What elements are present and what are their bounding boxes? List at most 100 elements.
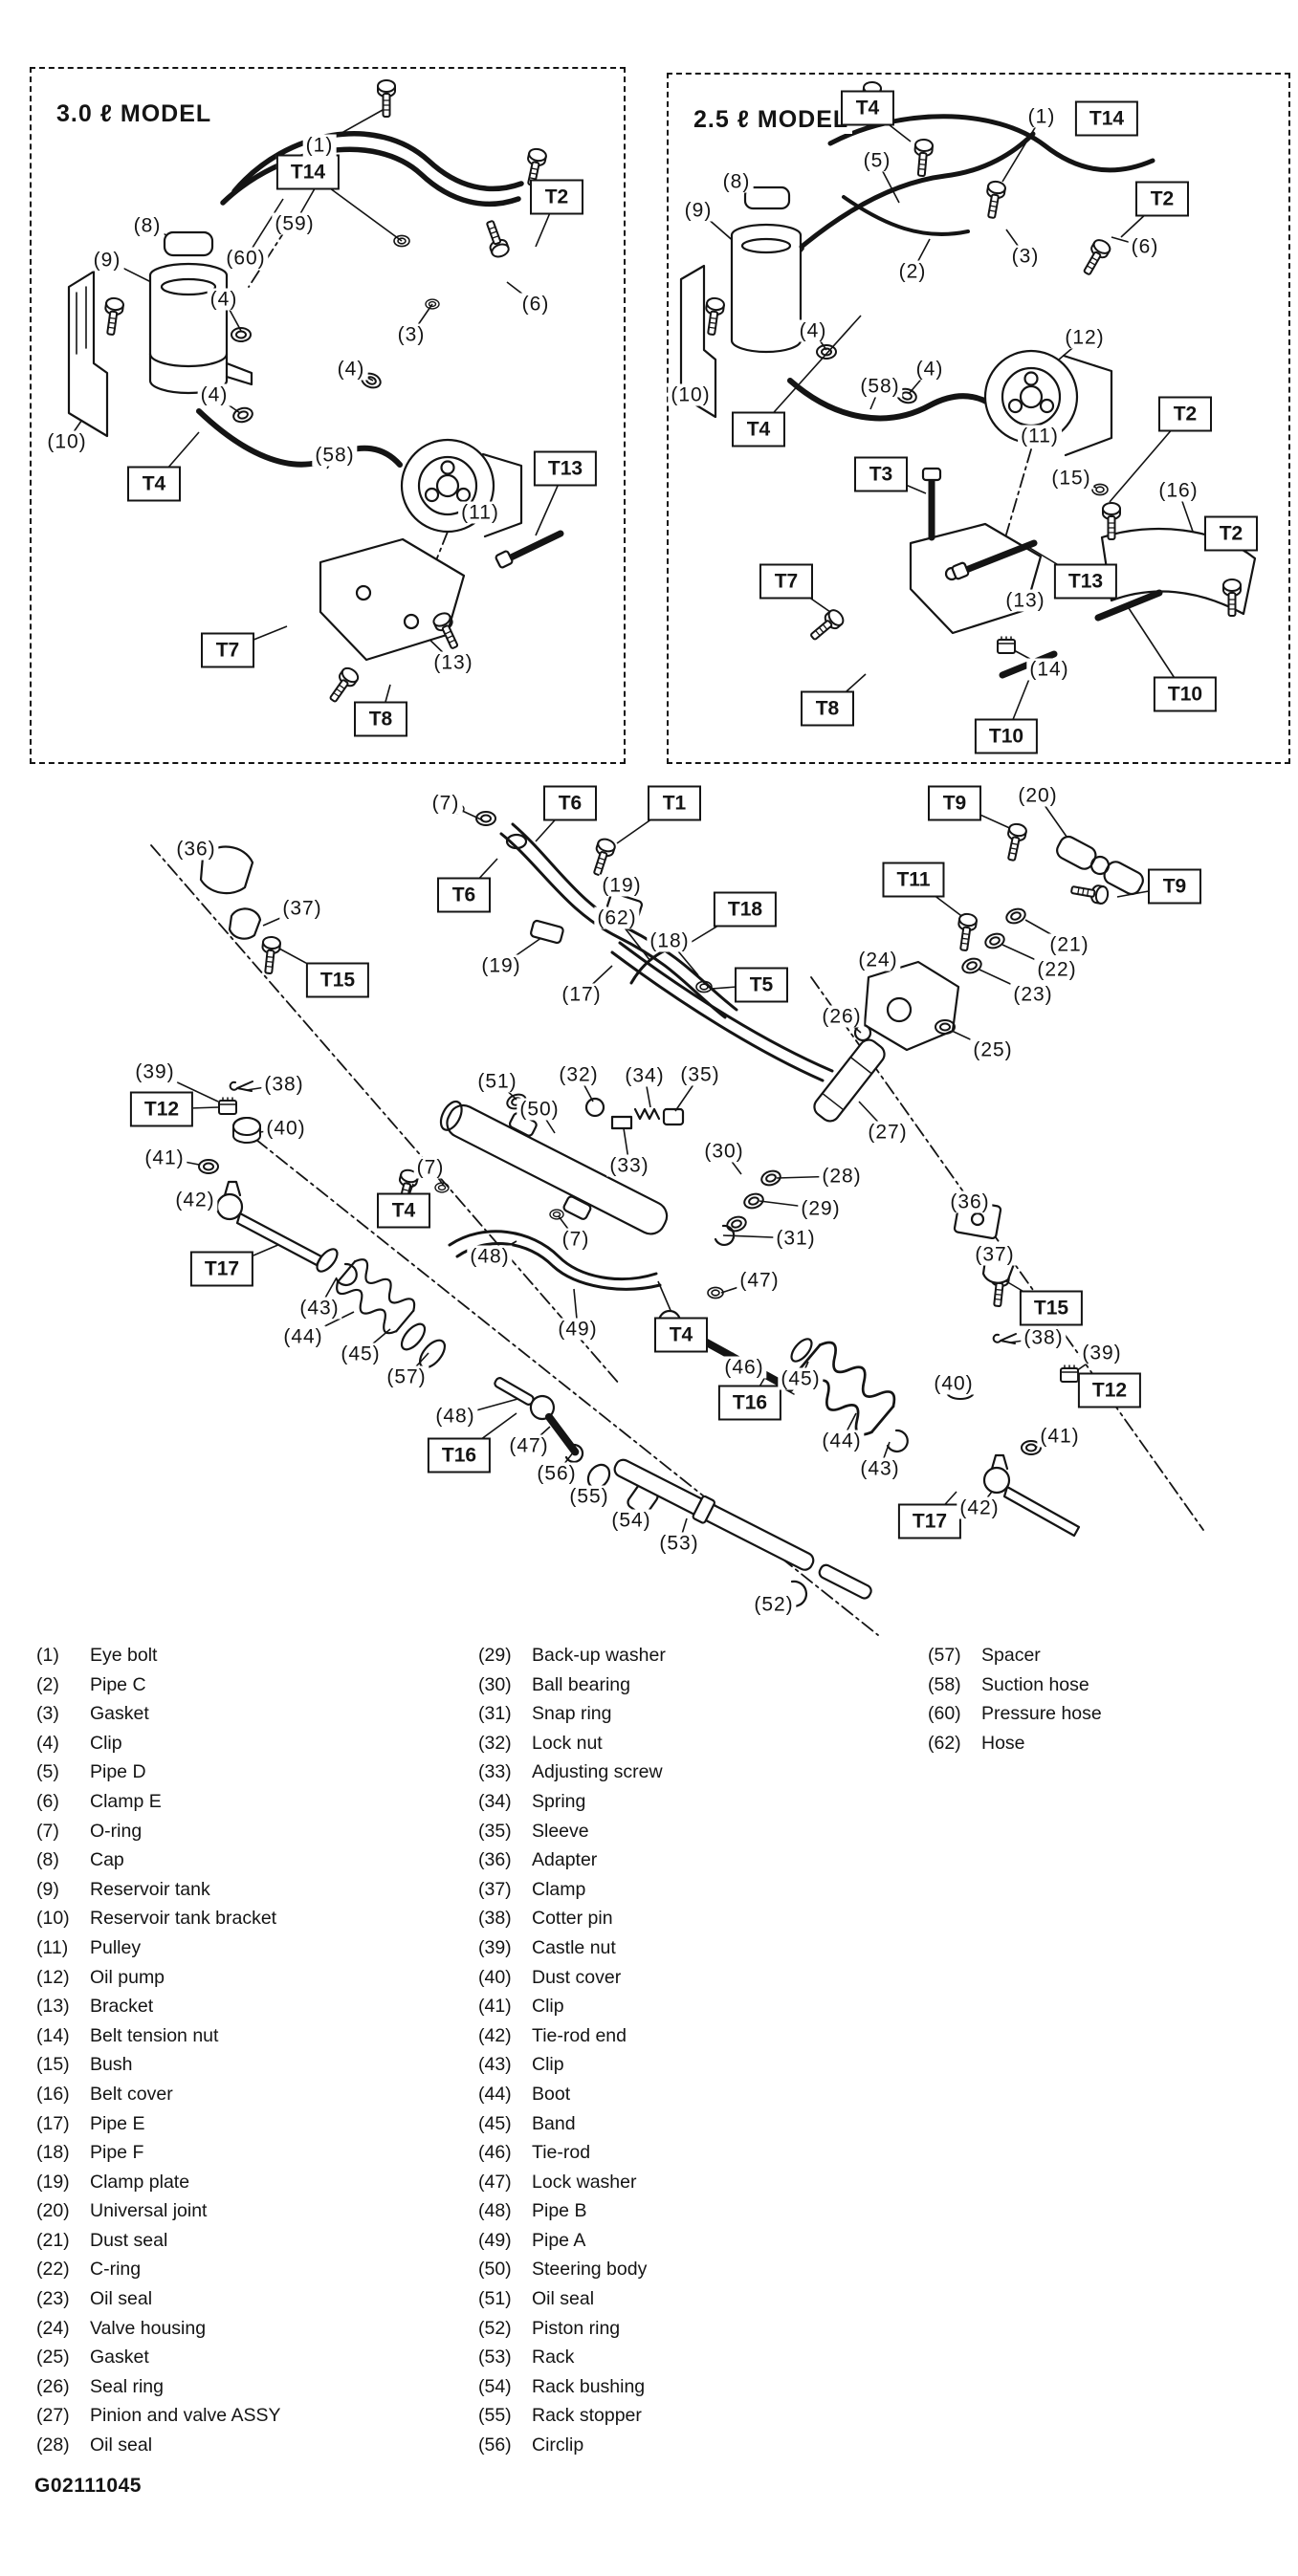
part-name: Rack bushing: [532, 2375, 646, 2397]
part-name: Piston ring: [532, 2317, 621, 2339]
part-name: Universal joint: [90, 2200, 208, 2222]
parts-list-item: (41)Clip: [478, 1996, 666, 2025]
part-name: Tie-rod: [532, 2142, 591, 2164]
parts-list-item: (51)Oil seal: [478, 2288, 666, 2318]
part-number: (16): [36, 2083, 70, 2105]
part-number: (26): [36, 2375, 70, 2397]
parts-list-item: (4) Clip: [36, 1733, 280, 1762]
part-number: (4): [36, 1732, 59, 1754]
part-number: (41): [478, 1996, 512, 2018]
part-name: Clamp E: [90, 1790, 162, 1812]
part-name: Back-up washer: [532, 1645, 666, 1666]
parts-list-item: (15)Bush: [36, 2054, 280, 2084]
part-name: Clip: [532, 2054, 564, 2076]
model-box-title-3-0L: 3.0 ℓ MODEL: [53, 99, 216, 128]
part-name: Pulley: [90, 1936, 142, 1958]
part-name: Eye bolt: [90, 1645, 158, 1666]
part-name: Snap ring: [532, 1703, 612, 1725]
part-number: (20): [36, 2200, 70, 2222]
part-number: (40): [478, 1966, 512, 1988]
parts-list-column-2: (29)Back-up washer(30)Ball bearing(31)Sn…: [478, 1645, 666, 2464]
part-number: (19): [36, 2171, 70, 2193]
part-number: (49): [478, 2229, 512, 2251]
part-name: Bracket: [90, 1996, 154, 2018]
part-number: (39): [478, 1936, 512, 1958]
parts-list-item: (2)Pipe C: [36, 1674, 280, 1704]
part-number: (60): [928, 1703, 961, 1725]
parts-list-item: (35)Sleeve: [478, 1821, 666, 1850]
parts-list-item: (5)Pipe D: [36, 1761, 280, 1791]
part-name: Castle nut: [532, 1936, 616, 1958]
part-name: Rack: [532, 2347, 575, 2369]
part-name: Lock nut: [532, 1732, 603, 1754]
part-number: (25): [36, 2347, 70, 2369]
part-name: Dust cover: [532, 1966, 622, 1988]
parts-list-item: (21)Dust seal: [36, 2230, 280, 2259]
part-name: Spacer: [981, 1645, 1041, 1666]
parts-list-item: (55)Rack stopper: [478, 2405, 666, 2434]
part-number: (24): [36, 2317, 70, 2339]
model-box-2-5L: 2.5 ℓ MODEL: [667, 73, 1290, 764]
parts-list-item: (53)Rack: [478, 2347, 666, 2376]
part-number: (22): [36, 2259, 70, 2281]
part-number: (28): [36, 2434, 70, 2456]
part-number: (54): [478, 2375, 512, 2397]
part-number: (7): [36, 1820, 59, 1842]
part-name: Pipe B: [532, 2200, 587, 2222]
part-name: Sleeve: [532, 1820, 589, 1842]
part-number: (62): [928, 1732, 961, 1754]
parts-list-item: (6)Clamp E: [36, 1791, 280, 1821]
part-number: (50): [478, 2259, 512, 2281]
part-name: Dust seal: [90, 2229, 168, 2251]
parts-list-item: (23)Oil seal: [36, 2288, 280, 2318]
parts-list-item: (38)Cotter pin: [478, 1908, 666, 1937]
part-name: Cotter pin: [532, 1908, 613, 1930]
part-name: Clamp plate: [90, 2171, 190, 2193]
part-name: Suction hose: [981, 1673, 1089, 1695]
parts-list-item: (1)Eye bolt: [36, 1645, 280, 1674]
part-name: Adapter: [532, 1849, 598, 1871]
part-number: (42): [478, 2024, 512, 2046]
part-number: (31): [478, 1703, 512, 1725]
parts-list-item: (30)Ball bearing: [478, 1674, 666, 1704]
part-number: (44): [478, 2083, 512, 2105]
part-number: (51): [478, 2288, 512, 2310]
part-number: (32): [478, 1732, 512, 1754]
parts-list-item: (50)Steering body: [478, 2259, 666, 2288]
parts-list-item: (60)Pressure hose: [928, 1703, 1102, 1733]
parts-list-item: (9)Reservoir tank: [36, 1879, 280, 1909]
part-number: (10): [36, 1908, 70, 1930]
part-name: Cap: [90, 1849, 124, 1871]
parts-list-item: (13)Bracket: [36, 1996, 280, 2025]
parts-list-item: (8) Cap: [36, 1849, 280, 1879]
part-name: Belt cover: [90, 2083, 173, 2105]
parts-list-item: (37)Clamp: [478, 1879, 666, 1909]
part-number: (58): [928, 1673, 961, 1695]
part-name: Oil pump: [90, 1966, 165, 1988]
part-name: Clip: [90, 1732, 122, 1754]
part-name: Spring: [532, 1790, 586, 1812]
part-number: (30): [478, 1673, 512, 1695]
part-number: (12): [36, 1966, 70, 1988]
parts-list-item: (48)Pipe B: [478, 2200, 666, 2230]
part-name: Valve housing: [90, 2317, 207, 2339]
part-name: Gasket: [90, 2347, 149, 2369]
part-name: Adjusting screw: [532, 1761, 663, 1783]
parts-list-item: (10)Reservoir tank bracket: [36, 1908, 280, 1937]
parts-list-item: (18)Pipe F: [36, 2142, 280, 2172]
part-name: Belt tension nut: [90, 2024, 219, 2046]
parts-list-item: (62)Hose: [928, 1733, 1102, 1762]
part-name: Circlip: [532, 2434, 584, 2456]
part-name: Pipe C: [90, 1673, 146, 1695]
part-number: (8): [36, 1849, 59, 1871]
parts-list-item: (22)C-ring: [36, 2259, 280, 2288]
part-number: (5): [36, 1761, 59, 1783]
part-number: (9): [36, 1878, 59, 1900]
parts-list-item: (20) Universal joint: [36, 2200, 280, 2230]
part-name: Clamp: [532, 1878, 586, 1900]
parts-list-item: (7)O-ring: [36, 1821, 280, 1850]
parts-list-item: (56)Circlip: [478, 2434, 666, 2464]
parts-list-item: (11)Pulley: [36, 1937, 280, 1967]
parts-list-item: (45)Band: [478, 2113, 666, 2143]
